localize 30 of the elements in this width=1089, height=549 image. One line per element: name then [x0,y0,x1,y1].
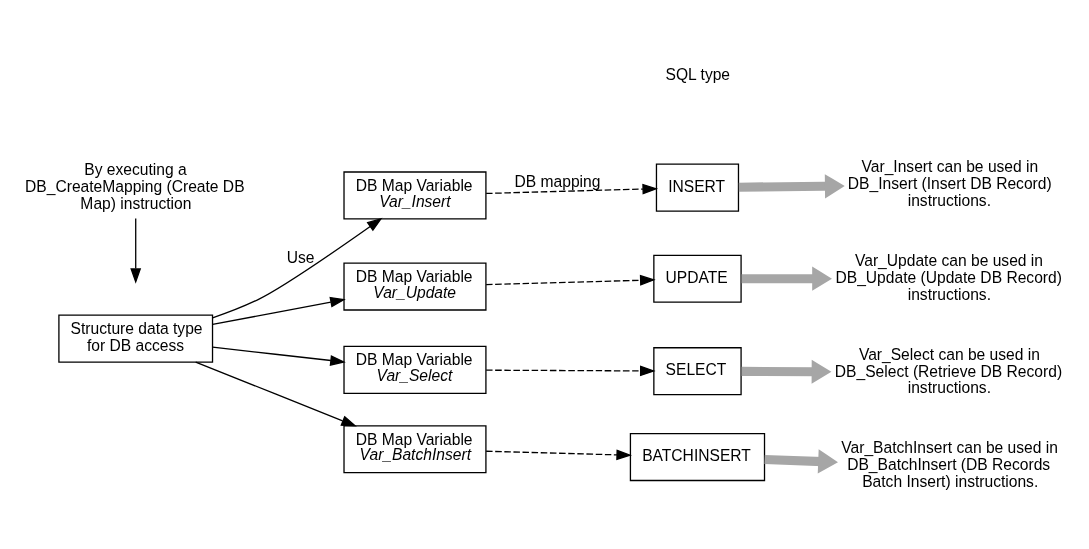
arrow [485,365,656,377]
arrow [741,266,832,291]
arrow [738,174,845,199]
arrow [485,274,656,286]
node-box: SELECT [653,347,742,396]
node-box: UPDATE [653,254,742,303]
node-box: DB Map Variable Var_Insert [343,171,487,220]
node-box: DB Map Variable Var_Select [343,345,487,394]
node-box: BATCHINSERT [629,433,766,482]
node-text: By executing a DB_CreateMapping (Create DB Map) instruction [25,160,245,212]
node-text: Var_Insert can be used in DB_Insert (Insert DB Record) instructions. [847,158,1052,209]
edge-label: Use [286,248,315,266]
arrow [741,359,832,384]
node-box: DB Map Variable Var_BatchInsert [343,425,487,474]
node-text: Var_Select can be used in DB_Select (Retrieve DB Record) instructions. [834,345,1063,397]
node-box: DB Map Variable Var_Update [343,262,487,311]
node-box: INSERT [655,163,740,212]
node-text: Var_Update can be used in DB_Update (Update DB Record) instructions. [835,251,1062,303]
node-box: Structure data type for DB access [58,314,214,363]
arrow [211,217,383,319]
node-text: Var_BatchInsert can be used in DB_BatchInsert (DB Records Batch Insert) instructions. [841,439,1058,491]
arrow [764,449,838,474]
arrow [211,346,346,366]
arrow [130,217,142,284]
arrow [485,183,659,195]
arrow [195,361,357,427]
arrow [211,296,346,326]
edge-label: DB mapping [514,173,601,191]
arrow [485,449,632,461]
label: SQL type [665,65,731,83]
